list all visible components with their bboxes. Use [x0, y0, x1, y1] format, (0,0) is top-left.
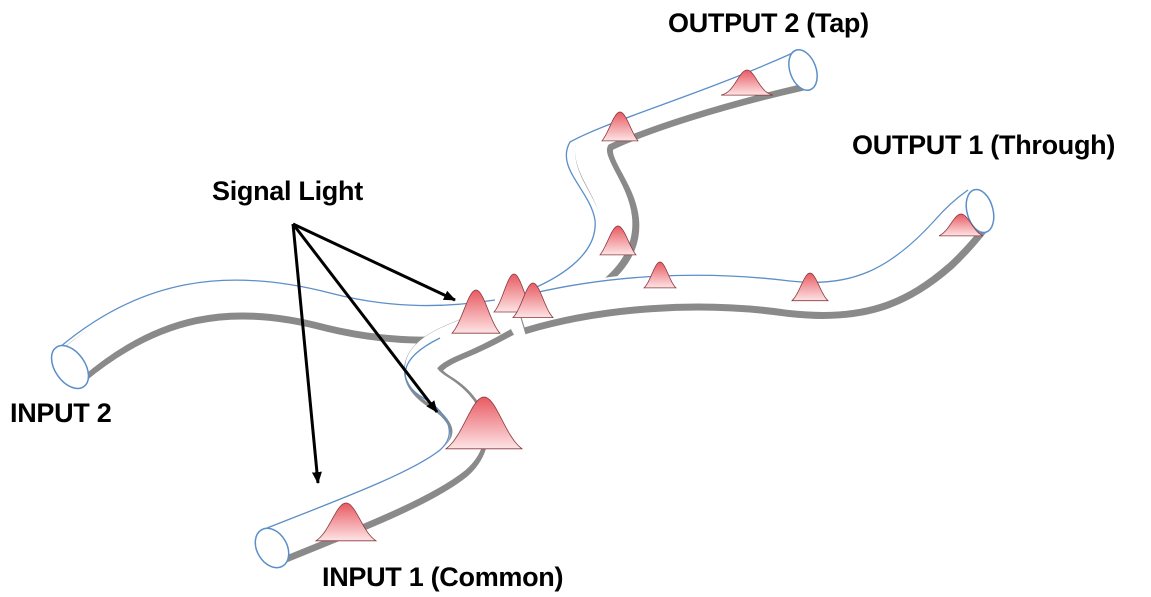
pulse-input-1-bend [444, 396, 524, 450]
pulse-output-1-end [938, 213, 984, 237]
fiber-end-output-2 [788, 49, 818, 91]
fiber-end-input-1 [254, 527, 290, 569]
pulse-output-2-low [599, 225, 637, 256]
fiber-input-2 [50, 278, 499, 390]
label-output-2: OUTPUT 2 (Tap) [668, 8, 869, 38]
arrow-to-input-1-bend [291, 223, 439, 413]
arrow-to-input-1-pulse [291, 223, 322, 484]
signal-pulses [314, 69, 984, 542]
fiber-end-output-1 [965, 188, 995, 234]
arrow-to-junction [292, 222, 456, 302]
label-input-1: INPUT 1 (Common) [322, 562, 564, 592]
fiber-output-2 [512, 49, 818, 328]
pulse-output-1-a [643, 261, 677, 289]
fiber-input-1 [254, 300, 514, 569]
label-input-2: INPUT 2 [10, 398, 112, 428]
pulse-junction-a [451, 289, 501, 334]
fiber-end-input-2 [50, 344, 90, 390]
pulse-input-1 [314, 502, 378, 542]
pulse-output-2-mid [601, 111, 639, 142]
pulse-junction-c [512, 282, 554, 318]
pulse-output-1-b [791, 272, 829, 302]
pulse-output-2-end [720, 69, 774, 96]
label-signal-light: Signal Light [212, 176, 363, 206]
signal-light-arrows [291, 222, 456, 484]
label-output-1: OUTPUT 1 (Through) [852, 130, 1116, 160]
